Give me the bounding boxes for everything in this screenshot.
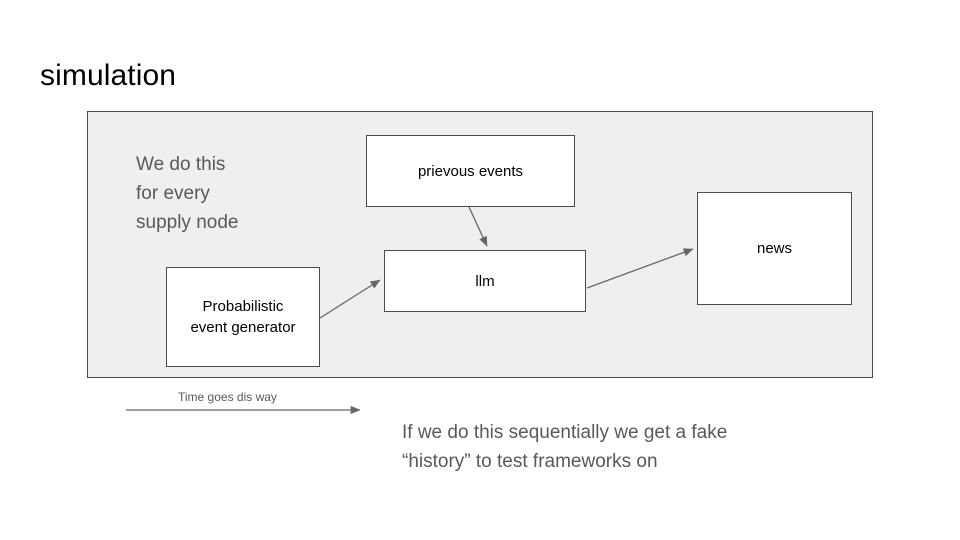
node-prievous-events[interactable]: prievous events [366,135,575,207]
node-news[interactable]: news [697,192,852,305]
node-llm-label: llm [475,272,495,290]
node-news-label: news [756,240,793,257]
timeline-label: Time goes dis way [178,390,277,404]
slide-caption: If we do this sequentially we get a fake… [402,422,728,472]
node-probabilistic-event-generator[interactable]: Probabilistic event generator [166,267,320,367]
panel-note-text: We do this for every supply node [136,154,239,233]
page-title: simulation [40,59,177,92]
node-probabilistic-event-generator-label: Probabilistic event generator [190,298,296,336]
node-llm[interactable]: llm [384,250,586,312]
node-prievous-events-label: prievous events [417,162,524,180]
